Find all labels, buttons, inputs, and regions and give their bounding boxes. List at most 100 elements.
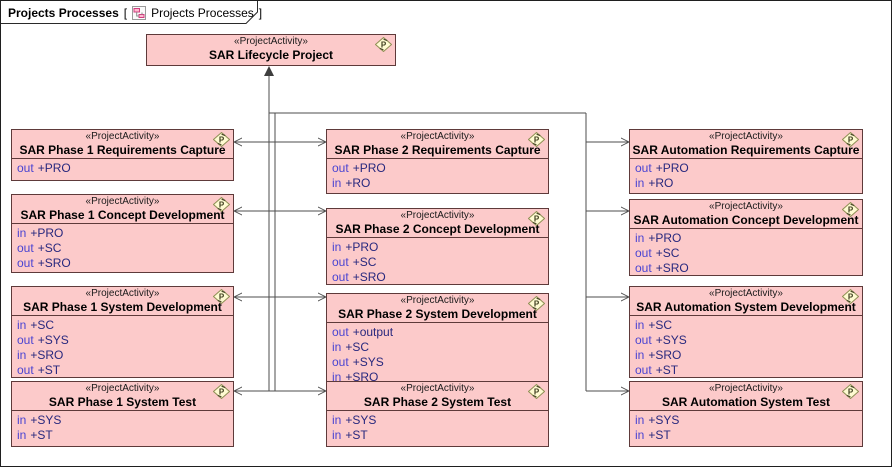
parameter-row: out +SRO [332, 270, 546, 285]
param-direction: out [17, 241, 34, 255]
box-header: «ProjectActivity» SAR Lifecycle Project [147, 35, 395, 63]
box-body: out+output in+SC out+SYS in+SRO [327, 322, 548, 385]
box-body: in+SC out+SYS in+SRO out+ST [630, 315, 862, 378]
param-name: +SC [345, 340, 369, 354]
activity-box-sar-phase2-requirements-capture[interactable]: «ProjectActivity» SAR Phase 2 Requiremen… [326, 129, 549, 194]
param-name: +PRO [30, 226, 63, 240]
diagram-tab[interactable]: Projects Processes [ Projects Processes … [8, 4, 262, 21]
box-header: «ProjectActivity» SAR Phase 1 Requiremen… [12, 130, 233, 158]
activity-name: SAR Phase 2 System Test [327, 395, 548, 410]
activity-box-sar-phase2-system-test[interactable]: «ProjectActivity» SAR Phase 2 System Tes… [326, 381, 549, 447]
box-body: out+PRO in +RO [327, 158, 548, 191]
parameter-row: in+SRO [17, 348, 231, 363]
activity-name: SAR Phase 2 Requirements Capture [327, 143, 548, 158]
param-direction: out [17, 161, 34, 175]
param-name: +SRO [353, 270, 386, 284]
param-name: +SRO [38, 256, 71, 270]
filled-arrowhead [264, 66, 274, 76]
param-direction: out [17, 363, 34, 377]
stereotype-label: «ProjectActivity» [327, 383, 548, 395]
param-direction: out [17, 256, 34, 270]
param-direction: out [332, 325, 349, 339]
param-name: +RO [648, 176, 673, 190]
bracket-open: [ [124, 6, 127, 20]
param-direction: out [332, 255, 349, 269]
box-header: «ProjectActivity» SAR Phase 2 System Tes… [327, 382, 548, 410]
activity-box-sar-automation-system-test[interactable]: «ProjectActivity» SAR Automation System … [629, 381, 863, 447]
parameter-row: in +SYS [17, 413, 231, 428]
box-body: out+PRO in+RO [630, 158, 862, 191]
param-direction: out [17, 333, 34, 347]
activity-box-sar-automation-requirements-capture[interactable]: «ProjectActivity» SAR Automation Require… [629, 129, 863, 194]
project-activity-icon [528, 296, 545, 311]
parameter-row: out+PRO [332, 161, 546, 176]
project-activity-icon [213, 197, 230, 212]
param-name: +ST [345, 428, 367, 442]
box-header: «ProjectActivity» SAR Phase 1 System Tes… [12, 382, 233, 410]
param-direction: out [332, 270, 349, 284]
param-name: +SYS [38, 333, 69, 347]
project-activity-icon [842, 384, 859, 399]
box-body: out+PRO [12, 158, 233, 176]
stereotype-label: «ProjectActivity» [630, 201, 862, 213]
stereotype-label: «ProjectActivity» [630, 383, 862, 395]
param-name: +SYS [30, 413, 61, 427]
stereotype-label: «ProjectActivity» [327, 295, 548, 307]
diagram-title: Projects Processes [8, 6, 119, 20]
parameter-row: out+PRO [635, 161, 860, 176]
project-activity-icon [528, 384, 545, 399]
project-activity-icon [528, 211, 545, 226]
param-direction: in [635, 231, 644, 245]
param-name: +ST [656, 363, 678, 377]
activity-box-sar-phase2-concept-development[interactable]: «ProjectActivity» SAR Phase 2 Concept De… [326, 208, 549, 285]
parameter-row: in+PRO [332, 240, 546, 255]
activity-name: SAR Automation System Test [630, 395, 862, 410]
param-direction: out [635, 246, 652, 260]
activity-box-sar-automation-concept-development[interactable]: «ProjectActivity» SAR Automation Concept… [629, 199, 863, 276]
param-direction: out [635, 261, 652, 275]
stereotype-label: «ProjectActivity» [630, 288, 862, 300]
parameter-row: in+PRO [635, 231, 860, 246]
activity-name: SAR Phase 2 Concept Development [327, 222, 548, 237]
box-body: in+PRO out+SC out+SRO [630, 228, 862, 276]
param-direction: in [332, 176, 341, 190]
project-activity-icon [213, 289, 230, 304]
activity-box-sar-lifecycle-project[interactable]: «ProjectActivity» SAR Lifecycle Project [146, 34, 396, 66]
param-name: +SRO [648, 348, 681, 362]
param-name: +PRO [345, 240, 378, 254]
parameter-row: in +ST [635, 428, 860, 443]
param-name: +RO [345, 176, 370, 190]
activity-name: SAR Phase 1 System Development [12, 300, 233, 315]
param-direction: in [635, 348, 644, 362]
activity-box-sar-phase2-system-development[interactable]: «ProjectActivity» SAR Phase 2 System Dev… [326, 293, 549, 385]
activity-name: SAR Phase 1 System Test [12, 395, 233, 410]
activity-box-sar-automation-system-development[interactable]: «ProjectActivity» SAR Automation System … [629, 286, 863, 378]
parameter-row: in+SYS [635, 413, 860, 428]
stereotype-label: «ProjectActivity» [12, 131, 233, 143]
box-header: «ProjectActivity» SAR Automation Require… [630, 130, 862, 158]
parameter-row: out+SRO [635, 261, 860, 276]
box-header: «ProjectActivity» SAR Phase 2 System Dev… [327, 294, 548, 322]
param-direction: in [17, 413, 26, 427]
activity-box-sar-phase1-requirements-capture[interactable]: «ProjectActivity» SAR Phase 1 Requiremen… [11, 129, 234, 181]
parameter-row: in+ST [332, 428, 546, 443]
param-name: +ST [648, 428, 670, 442]
activity-box-sar-phase1-system-test[interactable]: «ProjectActivity» SAR Phase 1 System Tes… [11, 381, 234, 447]
bracket-close: ] [259, 6, 262, 20]
param-direction: in [17, 318, 26, 332]
param-direction: in [635, 428, 644, 442]
stereotype-label: «ProjectActivity» [147, 36, 395, 48]
parameter-row: in+RO [635, 176, 860, 191]
stereotype-label: «ProjectActivity» [12, 288, 233, 300]
param-direction: out [635, 333, 652, 347]
activity-box-sar-phase1-system-development[interactable]: «ProjectActivity» SAR Phase 1 System Dev… [11, 286, 234, 378]
parameter-row: out +SC [332, 255, 546, 270]
activity-box-sar-phase1-concept-development[interactable]: «ProjectActivity» SAR Phase 1 Concept De… [11, 194, 234, 273]
parameter-row: in +RO [332, 176, 546, 191]
param-name: +SC [30, 318, 54, 332]
param-direction: in [332, 340, 341, 354]
param-name: +SC [38, 241, 62, 255]
param-name: +ST [38, 363, 60, 377]
param-name: +SC [353, 255, 377, 269]
